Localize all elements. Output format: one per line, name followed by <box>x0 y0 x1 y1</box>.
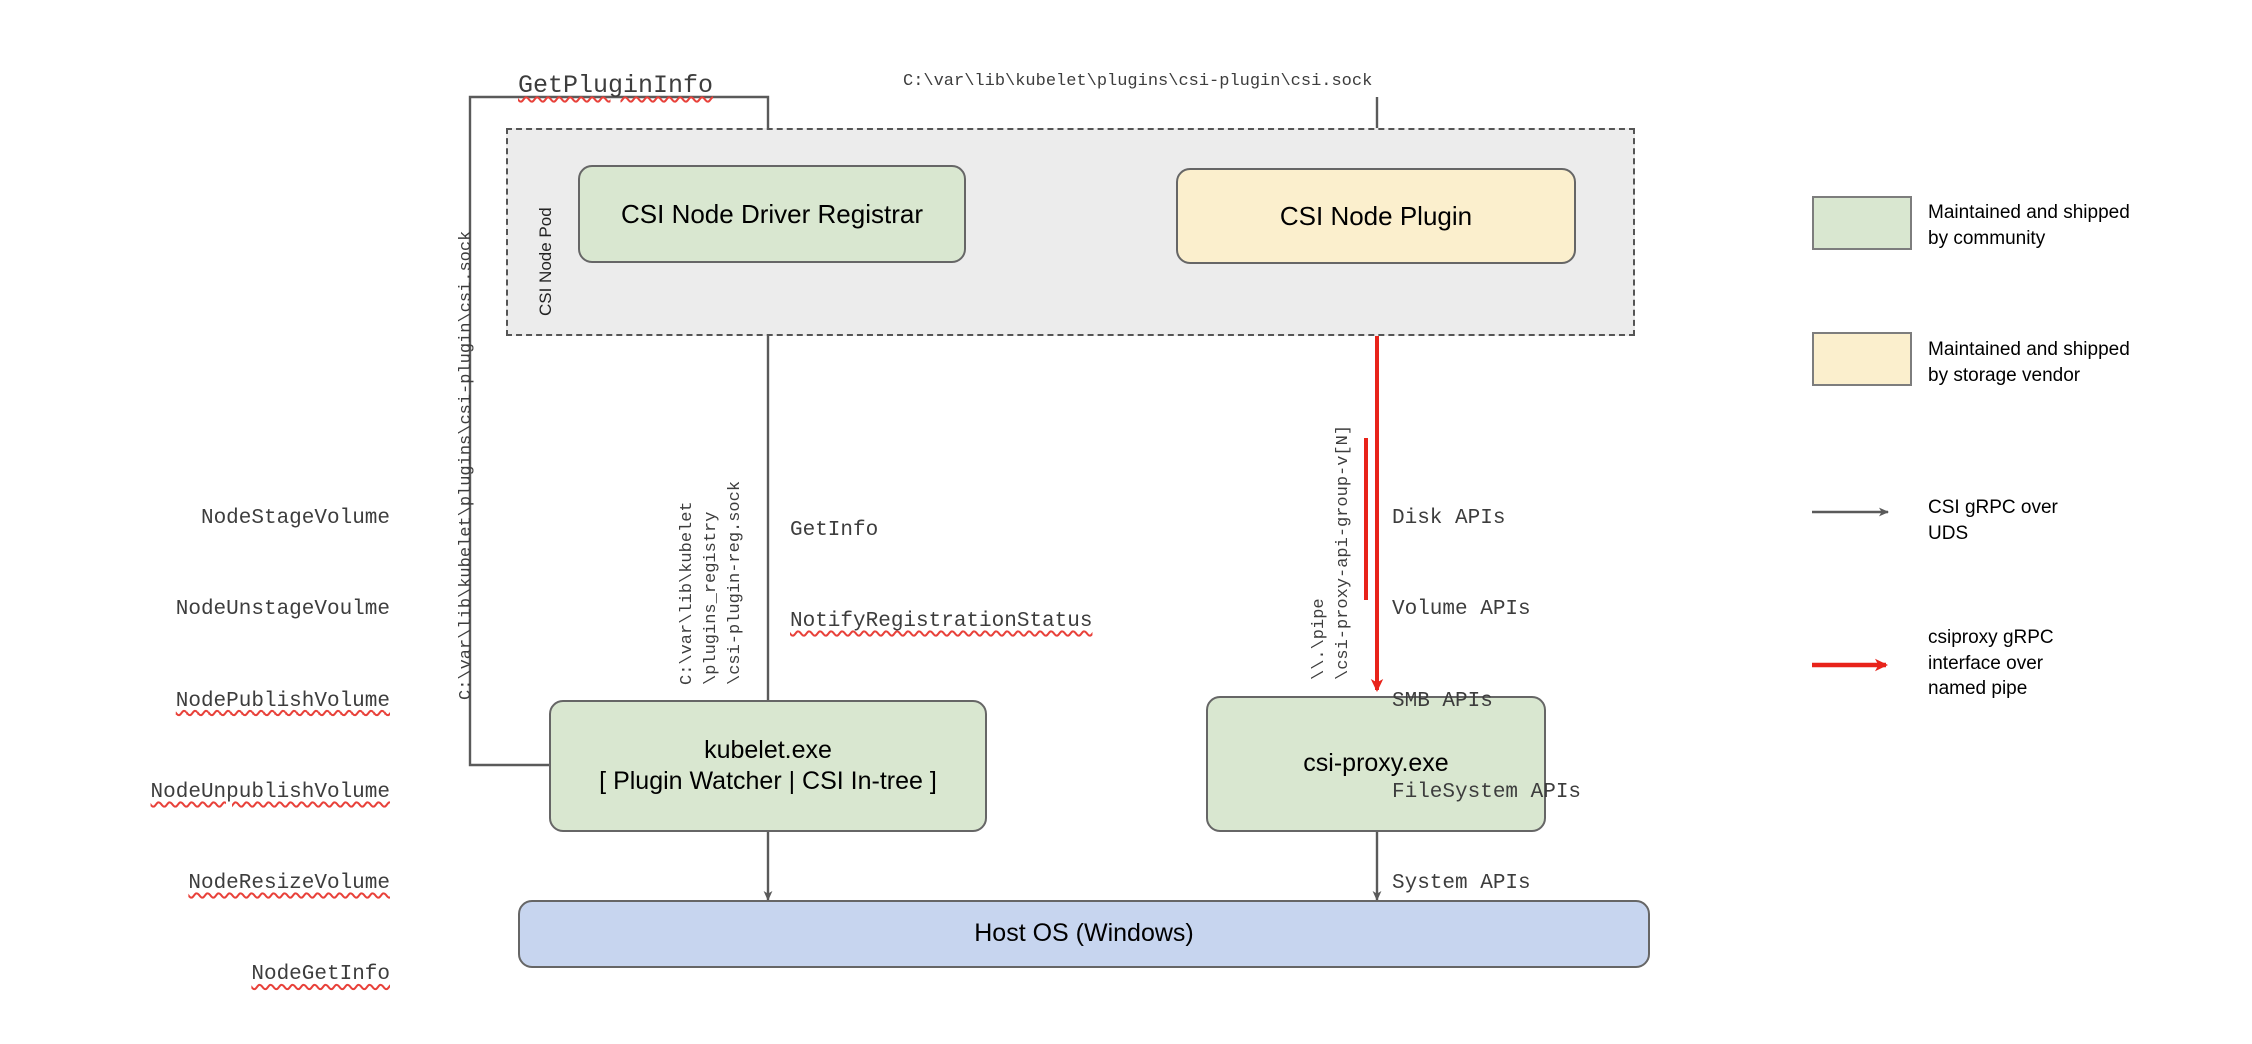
legend-label-csi-grpc-uds-line2: UDS <box>1928 522 1969 544</box>
registration-calls-list: GetInfo NotifyRegistrationStatus <box>790 455 1092 699</box>
node-csi-proxy-exe[interactable]: csi-proxy.exe <box>1206 696 1546 832</box>
proxy-api-group-volume: Volume APIs <box>1392 598 1531 622</box>
csi-node-pod-label: CSI Node Pod <box>536 207 555 316</box>
node-host-os[interactable]: Host OS (Windows) <box>518 900 1650 968</box>
node-csi-proxy-exe-label: csi-proxy.exe <box>1303 749 1449 778</box>
label-registry-path-line1: C:\var\lib\kubelet <box>678 501 697 685</box>
registration-call-notifyregistrationstatus: NotifyRegistrationStatus <box>790 610 1093 634</box>
legend-label-storage-vendor-line2: by storage vendor <box>1928 364 2081 386</box>
node-kubelet-exe-subtitle: [ Plugin Watcher | CSI In-tree ] <box>599 767 937 795</box>
label-csi-sock-path-top: C:\var\lib\kubelet\plugins\csi-plugin\cs… <box>903 72 1373 91</box>
node-api-call-nodepublishvolume: NodePublishVolume <box>175 689 390 713</box>
node-csi-node-driver-registrar[interactable]: CSI Node Driver Registrar <box>578 165 966 263</box>
proxy-api-group-system: System APIs <box>1392 872 1531 896</box>
node-api-call-nodeunstagevoulme: NodeUnstageVoulme <box>175 598 390 622</box>
proxy-api-groups-list: Disk APIs Volume APIs SMB APIs FileSyste… <box>1392 443 1581 960</box>
node-kubelet-exe[interactable]: kubelet.exe [ Plugin Watcher | CSI In-tr… <box>549 700 987 832</box>
node-api-call-nodestagevolume: NodeStageVolume <box>200 506 390 530</box>
legend-label-csi-grpc-uds-line1: CSI gRPC over <box>1928 497 2058 518</box>
node-kubelet-exe-title: kubelet.exe <box>704 735 832 764</box>
legend-swatch-community <box>1812 196 1912 250</box>
node-csi-node-plugin[interactable]: CSI Node Plugin <box>1176 168 1576 264</box>
legend-label-community-line2: by community <box>1928 227 2046 249</box>
label-pipe-path-line1: \\.\pipe <box>1310 598 1329 680</box>
legend-label-csiproxy-grpc-namedpipe: csiproxy gRPC interface over named pipe <box>1928 625 2054 702</box>
node-api-calls-list: NodeStageVolume NodeUnstageVoulme NodePu… <box>100 443 390 1044</box>
label-registry-path-line3: \csi-plugin-reg.sock <box>726 480 745 685</box>
label-csi-sock-path-left: C:\var\lib\kubelet\plugins\csi-plugin\cs… <box>457 230 476 700</box>
legend-label-csi-grpc-uds: CSI gRPC over UDS <box>1928 495 2058 546</box>
node-csi-node-driver-registrar-label: CSI Node Driver Registrar <box>621 198 923 229</box>
proxy-api-group-filesystem: FileSystem APIs <box>1392 780 1582 804</box>
registration-call-getinfo: GetInfo <box>790 518 879 542</box>
legend-label-csiproxy-grpc-namedpipe-line1: csiproxy gRPC <box>1928 627 2054 648</box>
legend-label-storage-vendor-line1: Maintained and shipped <box>1928 339 2130 360</box>
legend-label-csiproxy-grpc-namedpipe-line3: named pipe <box>1928 678 2028 700</box>
label-pipe-path-line2: \csi-proxy-api-group-v[N] <box>1334 424 1353 680</box>
node-api-call-nodeunpublishvolume: NodeUnpublishVolume <box>150 780 390 804</box>
legend-label-storage-vendor: Maintained and shipped by storage vendor <box>1928 337 2130 388</box>
legend-label-community-line1: Maintained and shipped <box>1928 202 2130 223</box>
node-api-call-noderesizevolume: NodeResizeVolume <box>188 872 390 896</box>
label-registry-path-line2: \plugins_registry <box>702 511 721 685</box>
node-api-call-nodegetinfo: NodeGetInfo <box>251 963 390 987</box>
node-csi-node-plugin-label: CSI Node Plugin <box>1279 200 1473 231</box>
node-host-os-label: Host OS (Windows) <box>974 919 1194 948</box>
legend-label-csiproxy-grpc-namedpipe-line2: interface over <box>1928 652 2044 674</box>
proxy-api-group-smb: SMB APIs <box>1392 689 1493 713</box>
legend-swatch-storage-vendor <box>1812 332 1912 386</box>
proxy-api-group-disk: Disk APIs <box>1392 506 1506 530</box>
legend-label-community: Maintained and shipped by community <box>1928 200 2130 251</box>
label-getplugininfo: GetPluginInfo <box>518 71 714 100</box>
